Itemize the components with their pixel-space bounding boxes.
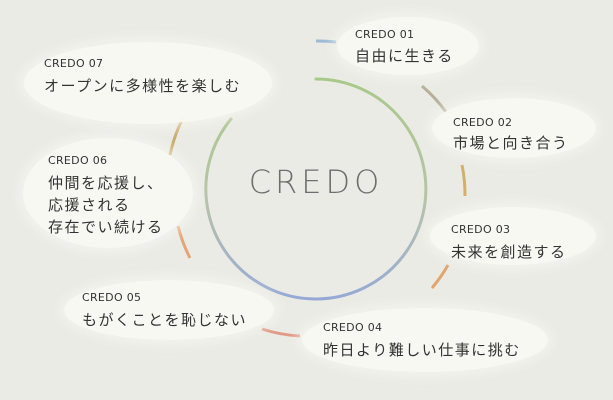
outer-ring-segment-03 xyxy=(460,164,467,197)
credo-07-label: CREDO 07 xyxy=(44,57,104,70)
credo-06-text-line2: 応援される xyxy=(48,196,131,214)
credo-02-text: 市場と向き合う xyxy=(453,134,569,152)
credo-02-label: CREDO 02 xyxy=(453,116,513,129)
outer-ring-segment-04 xyxy=(430,264,450,289)
credo-03-text: 未来を創造する xyxy=(451,243,567,261)
outer-ring-segment-05 xyxy=(261,327,301,338)
credo-06-label: CREDO 06 xyxy=(48,154,108,167)
credo-06-text-line3: 存在でい続ける xyxy=(48,218,164,236)
outer-ring-segment-02 xyxy=(421,84,448,113)
credo-05-bubble xyxy=(64,280,274,340)
credo-07-text: オープンに多様性を楽しむ xyxy=(44,77,242,95)
credo-03-label: CREDO 03 xyxy=(451,223,511,236)
credo-06-text-line1: 仲間を応援し、 xyxy=(48,174,164,192)
credo-01-bubble xyxy=(337,17,479,75)
credo-05-text: もがくことを恥じない xyxy=(82,311,248,329)
outer-ring-segment-01 xyxy=(315,39,337,44)
credo-04-text: 昨日より難しい仕事に挑む xyxy=(323,341,521,359)
diagram-title: CREDO xyxy=(248,163,384,201)
credo-03-bubble xyxy=(430,207,596,265)
inner-ring xyxy=(204,77,428,301)
outer-ring-segment-06 xyxy=(176,225,192,259)
credo-04-label: CREDO 04 xyxy=(323,321,383,334)
credo-07-bubble xyxy=(24,42,272,124)
credo-04-bubble xyxy=(302,308,548,372)
credo-01-text: 自由に生きる xyxy=(355,47,454,65)
credo-06-bubble xyxy=(23,138,193,248)
outer-ring-segment-07 xyxy=(168,117,185,156)
credo-01-label: CREDO 01 xyxy=(355,28,415,41)
credo-05-label: CREDO 05 xyxy=(82,291,142,304)
credo-02-bubble xyxy=(432,98,596,158)
